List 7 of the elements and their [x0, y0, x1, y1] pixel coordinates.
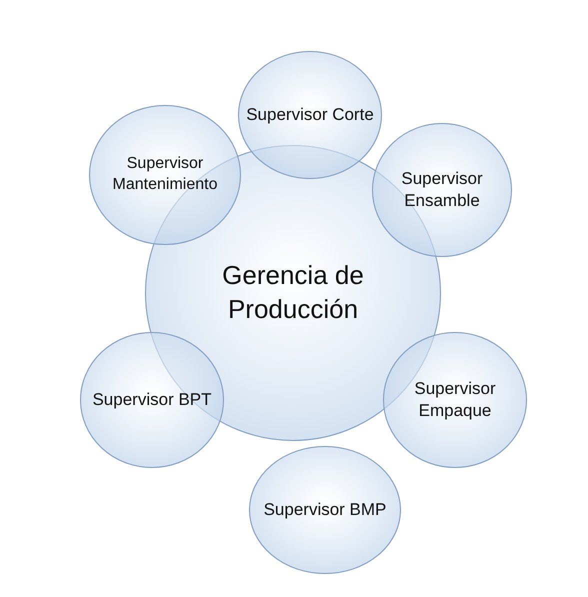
node-label: Supervisor Empaque: [413, 378, 497, 422]
center-label: Gerencia de Producción: [221, 259, 365, 326]
node-label: Supervisor Mantenimiento: [112, 154, 218, 195]
node-label: Supervisor Corte: [245, 104, 375, 126]
node-label: Supervisor Ensamble: [400, 168, 484, 212]
node-label: Supervisor BPT: [91, 388, 213, 411]
node-label: Supervisor BMP: [262, 498, 388, 521]
